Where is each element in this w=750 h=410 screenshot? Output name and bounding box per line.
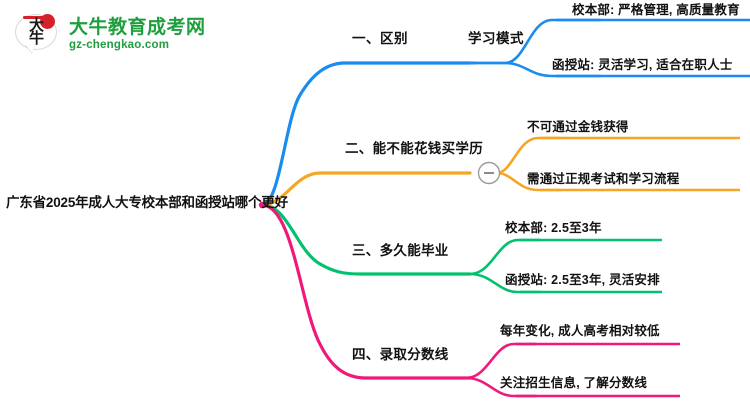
branch-1-leaf-2-connector <box>468 61 602 78</box>
branch-2-leaf-2-connector <box>495 171 562 192</box>
root-node-label[interactable]: 广东省2025年成人大专校本部和函授站哪个更好 <box>6 195 288 210</box>
branch-1-sub-label[interactable]: 学习模式 <box>468 31 524 46</box>
branch-4-label[interactable]: 四、录取分数线 <box>352 347 449 362</box>
logo-url: gz-chengkao.com <box>69 38 170 51</box>
logo-char-2: 牛 <box>28 30 44 47</box>
branch-1-trunk <box>260 61 472 207</box>
branch-1-leaf-2-label[interactable]: 函授站: 灵活学习, 适合在职人士 <box>552 58 733 72</box>
branch-1-leaf-1-label[interactable]: 校本部: 严格管理, 高质量教育 <box>572 3 740 17</box>
branch-3-leaf-1-connector <box>468 238 542 276</box>
logo-mark-icon: 大 牛 <box>14 12 60 56</box>
branch-2-trunk <box>260 171 472 207</box>
branch-3-trunk <box>260 203 472 276</box>
logo-mark-characters: 大 牛 <box>19 17 53 47</box>
branch-3-leaf-2-connector <box>468 272 542 294</box>
branch-2-leaf-2-label[interactable]: 需通过正规考试和学习流程 <box>527 172 680 186</box>
branch-4-trunk <box>260 203 472 380</box>
logo-red-dot-icon <box>40 14 55 29</box>
branch-2-label[interactable]: 二、能不能花钱买学历 <box>345 141 483 156</box>
site-logo: 大 牛 大牛教育成考网 gz-chengkao.com <box>14 10 244 58</box>
logo-red-bar-icon <box>23 16 49 19</box>
branch-4-leaf-1-label[interactable]: 每年变化, 成人高考相对较低 <box>500 324 660 338</box>
branch-4-leaf-1-connector <box>464 342 538 380</box>
branch-2-leaf-1-connector <box>495 136 562 175</box>
branch-3-label[interactable]: 三、多久能毕业 <box>352 243 449 258</box>
logo-char-1: 大 <box>28 17 44 34</box>
logo-text-block: 大牛教育成考网 gz-chengkao.com <box>69 17 206 52</box>
branch-3-leaf-1-label[interactable]: 校本部: 2.5至3年 <box>505 221 602 235</box>
branch-2-leaf-1-label[interactable]: 不可通过金钱获得 <box>527 120 629 134</box>
root-junction-dot <box>258 201 266 209</box>
branch-4-leaf-2-connector <box>464 376 538 398</box>
speech-bubble-tail-icon <box>25 44 35 53</box>
branch-1-label[interactable]: 一、区别 <box>352 31 408 46</box>
logo-title: 大牛教育成考网 <box>69 16 206 38</box>
branch-3-leaf-2-label[interactable]: 函授站: 2.5至3年, 灵活安排 <box>505 273 660 287</box>
branch-4-leaf-2-label[interactable]: 关注招生信息, 了解分数线 <box>500 376 648 390</box>
